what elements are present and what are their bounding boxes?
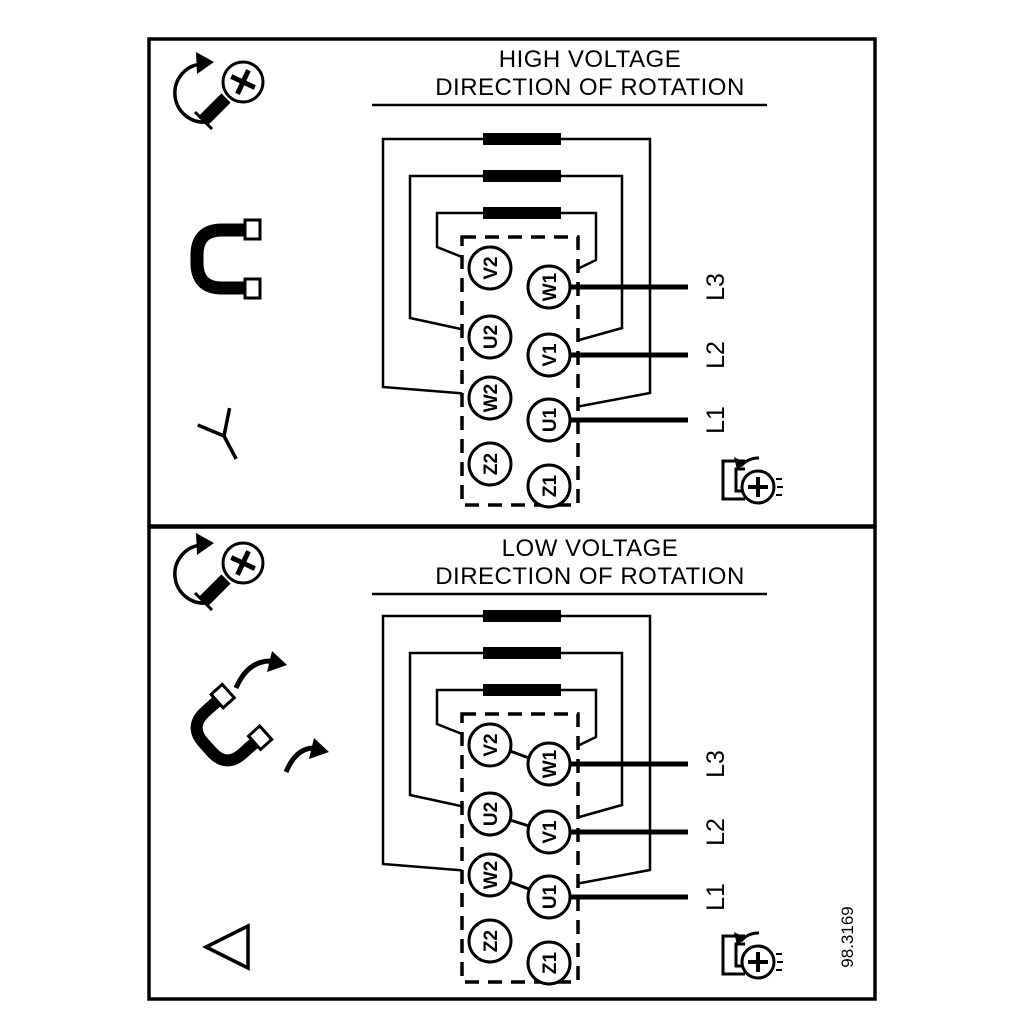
delta-links (509, 749, 530, 891)
delta-symbol-icon (202, 923, 250, 971)
supply-leads (570, 284, 688, 423)
terminal-u1-label: U1 (540, 407, 561, 432)
jumper-bars (483, 133, 561, 219)
jumper-link-moved-icon (190, 651, 329, 774)
terminal-u2-label: U2 (481, 802, 502, 826)
terminal-v1 (526, 809, 572, 855)
wire-left-middle (408, 174, 483, 333)
terminal-w1 (526, 741, 572, 787)
jumper-bar (483, 170, 561, 182)
screw-tip (193, 591, 214, 612)
rotation-arrowhead-icon (196, 52, 214, 74)
wires (381, 614, 652, 888)
link-w2-u1 (509, 880, 530, 891)
jumper-bars (483, 610, 561, 696)
terminal-z1 (526, 940, 572, 986)
terminal-w2-label: W2 (481, 384, 502, 413)
line-label-l2: L2 (702, 818, 730, 846)
rotation-arrow-icon (173, 62, 208, 124)
rotation-direction-icon (721, 931, 783, 980)
line-label-l3: L3 (702, 273, 730, 301)
terminals: V2 W1 U2 V1 W2 U1 Z2 Z1 (467, 722, 572, 986)
terminal-u2 (467, 314, 513, 360)
terminal-u1-label: U1 (540, 884, 561, 909)
wire-right-outer (561, 614, 652, 888)
terminal-z2-label: Z2 (481, 453, 502, 475)
high-voltage-panel: HIGH VOLTAGE DIRECTION OF ROTATION (147, 37, 877, 528)
wire-right-middle (561, 651, 624, 823)
wire-right-inner (561, 688, 598, 754)
terminal-u2 (467, 791, 513, 837)
terminal-screw-icon (173, 533, 265, 612)
rotation-arrowhead-icon (196, 533, 214, 555)
wire-left-inner (435, 211, 483, 263)
drawing-number: 98.3169 (838, 906, 857, 967)
panel-title-line2: DIRECTION OF ROTATION (435, 563, 745, 590)
terminal-w2 (467, 375, 513, 421)
link-v2-w1 (509, 749, 530, 760)
wire-left-outer (381, 137, 483, 396)
screw-shaft (198, 574, 231, 607)
terminal-z2 (467, 918, 513, 964)
terminal-w1 (526, 264, 572, 310)
terminal-z1-label: Z1 (540, 951, 561, 974)
jumper-bar (483, 684, 561, 696)
terminal-u1 (526, 397, 572, 443)
low-voltage-panel: LOW VOLTAGE DIRECTION OF ROTATION (147, 525, 877, 1001)
terminal-w1-label: W1 (540, 272, 561, 301)
line-label-l3: L3 (702, 750, 730, 778)
wire-right-middle (561, 174, 624, 346)
line-label-l2: L2 (702, 341, 730, 369)
panel-title-line1: LOW VOLTAGE (502, 535, 679, 562)
jumper-bar (483, 133, 561, 145)
supply-leads (570, 761, 688, 900)
terminal-z1-label: Z1 (540, 474, 561, 497)
jumper-bar (483, 610, 561, 622)
terminal-w1-label: W1 (540, 749, 561, 778)
rotation-direction-icon (721, 456, 783, 505)
terminal-v2 (467, 245, 513, 291)
terminal-w2-label: W2 (481, 861, 502, 890)
line-label-l1: L1 (702, 883, 730, 911)
terminal-u1 (526, 874, 572, 920)
terminal-v1-label: V1 (540, 820, 561, 844)
panel-title-line1: HIGH VOLTAGE (499, 46, 681, 73)
line-label-l1: L1 (702, 406, 730, 434)
terminals: V2 W1 U2 V1 W2 U1 Z2 Z1 (467, 245, 572, 509)
terminal-v1 (526, 332, 572, 378)
screw-shaft (198, 93, 231, 126)
terminal-v1-label: V1 (540, 343, 561, 367)
phillips-cross-icon (230, 69, 256, 95)
terminal-z1 (526, 463, 572, 509)
wire-left-outer (381, 614, 483, 873)
terminal-w2 (467, 852, 513, 898)
wire-left-inner (435, 688, 483, 740)
rotation-arrow-icon (173, 543, 208, 605)
move-arrow-icon (283, 745, 315, 774)
phillips-cross-icon (230, 550, 256, 576)
terminal-v2 (467, 722, 513, 768)
terminal-v2-label: V2 (481, 733, 502, 756)
wires (381, 137, 652, 411)
star-symbol-icon (197, 407, 238, 460)
terminal-v2-label: V2 (481, 256, 502, 279)
terminal-screw-icon (173, 52, 265, 131)
jumper-bar (483, 207, 561, 219)
panel-title-line2: DIRECTION OF ROTATION (435, 74, 745, 101)
terminal-z2 (467, 441, 513, 487)
wire-left-middle (408, 651, 483, 810)
screw-tip (193, 110, 214, 131)
jumper-bar (483, 647, 561, 659)
terminal-u2-label: U2 (481, 325, 502, 349)
move-arrow-icon (233, 658, 273, 690)
jumper-link-icon (190, 218, 262, 300)
link-u2-v1 (509, 818, 530, 828)
terminal-z2-label: Z2 (481, 930, 502, 952)
wire-right-outer (561, 137, 652, 411)
wire-right-inner (561, 211, 598, 277)
